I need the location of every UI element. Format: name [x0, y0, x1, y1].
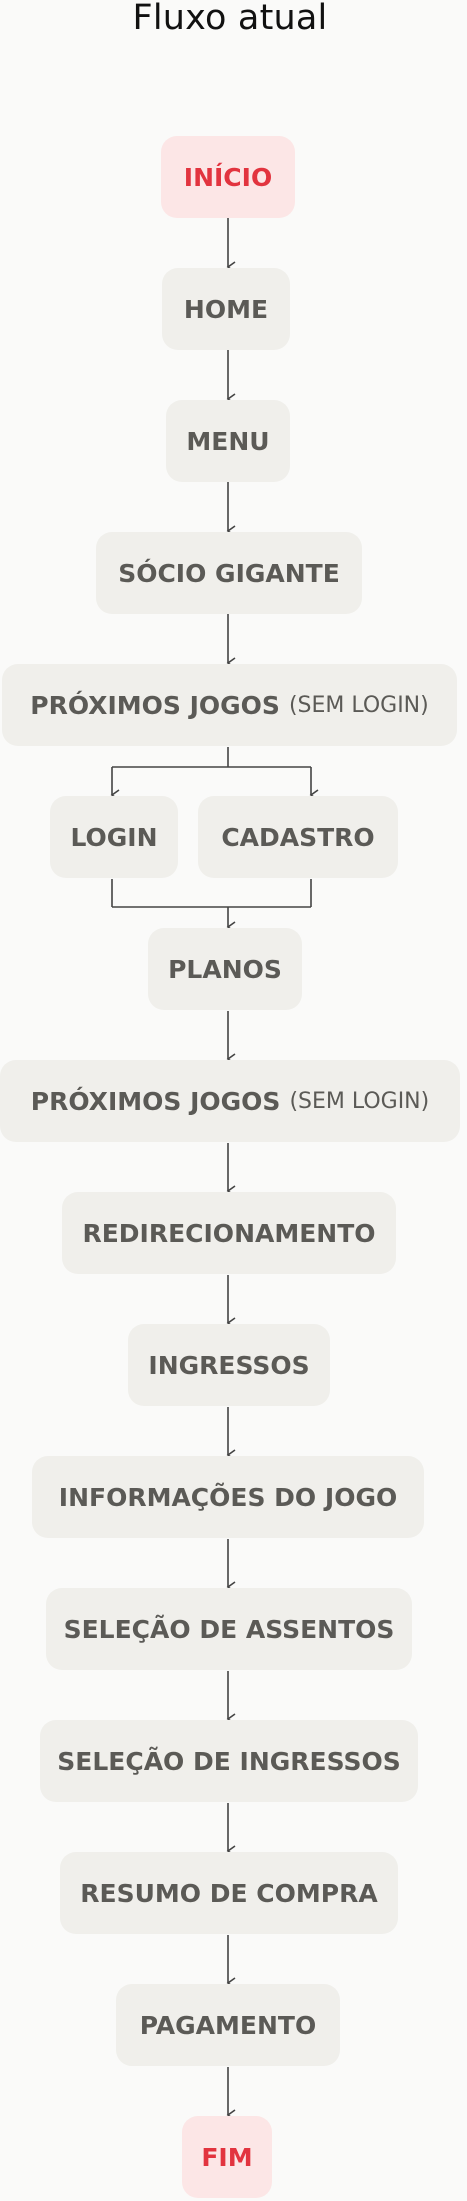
- node-pagamento-label: PAGAMENTO: [139, 2010, 317, 2040]
- node-ingressos-label: INGRESSOS: [148, 1350, 310, 1380]
- node-planos-label: PLANOS: [168, 954, 282, 984]
- node-menu-label: MENU: [186, 426, 270, 456]
- node-fim: FIM: [182, 2116, 272, 2198]
- node-redirecionamento: REDIRECIONAMENTO: [62, 1192, 396, 1274]
- node-ingressos: INGRESSOS: [128, 1324, 330, 1406]
- node-planos: PLANOS: [148, 928, 302, 1010]
- node-proximos-jogos-1-suffix: (SEM LOGIN): [288, 692, 429, 718]
- node-home-label: HOME: [183, 294, 269, 324]
- node-home: HOME: [162, 268, 290, 350]
- node-pagamento: PAGAMENTO: [116, 1984, 340, 2066]
- node-proximos-jogos-2: PRÓXIMOS JOGOS (SEM LOGIN): [0, 1060, 460, 1142]
- node-menu: MENU: [166, 400, 290, 482]
- node-selecao-de-assentos: SELEÇÃO DE ASSENTOS: [46, 1588, 412, 1670]
- node-inicio-label: INÍCIO: [183, 162, 273, 192]
- node-informacoes-do-jogo-label: INFORMAÇÕES DO JOGO: [58, 1482, 398, 1512]
- node-proximos-jogos-2-suffix: (SEM LOGIN): [289, 1088, 430, 1114]
- node-resumo-de-compra-label: RESUMO DE COMPRA: [80, 1878, 378, 1908]
- node-selecao-de-assentos-label: SELEÇÃO DE ASSENTOS: [63, 1614, 395, 1644]
- node-informacoes-do-jogo: INFORMAÇÕES DO JOGO: [32, 1456, 424, 1538]
- node-socio-gigante: SÓCIO GIGANTE: [96, 532, 362, 614]
- node-inicio: INÍCIO: [161, 136, 295, 218]
- page-title: Fluxo atual: [132, 0, 328, 38]
- node-cadastro: CADASTRO: [198, 796, 398, 878]
- node-login-label: LOGIN: [70, 822, 158, 852]
- node-proximos-jogos-1-label: PRÓXIMOS JOGOS: [30, 690, 280, 720]
- node-fim-label: FIM: [201, 2142, 253, 2172]
- node-login: LOGIN: [50, 796, 178, 878]
- node-socio-gigante-label: SÓCIO GIGANTE: [118, 558, 340, 588]
- branch-merge: [111, 879, 312, 908]
- node-resumo-de-compra: RESUMO DE COMPRA: [60, 1852, 398, 1934]
- branch-split: [112, 747, 311, 768]
- node-proximos-jogos-2-label: PRÓXIMOS JOGOS: [30, 1086, 281, 1116]
- node-redirecionamento-label: REDIRECIONAMENTO: [82, 1218, 376, 1248]
- node-selecao-de-ingressos: SELEÇÃO DE INGRESSOS: [40, 1720, 418, 1802]
- node-proximos-jogos-1: PRÓXIMOS JOGOS (SEM LOGIN): [2, 664, 457, 746]
- node-selecao-de-ingressos-label: SELEÇÃO DE INGRESSOS: [57, 1746, 401, 1776]
- node-cadastro-label: CADASTRO: [221, 822, 375, 852]
